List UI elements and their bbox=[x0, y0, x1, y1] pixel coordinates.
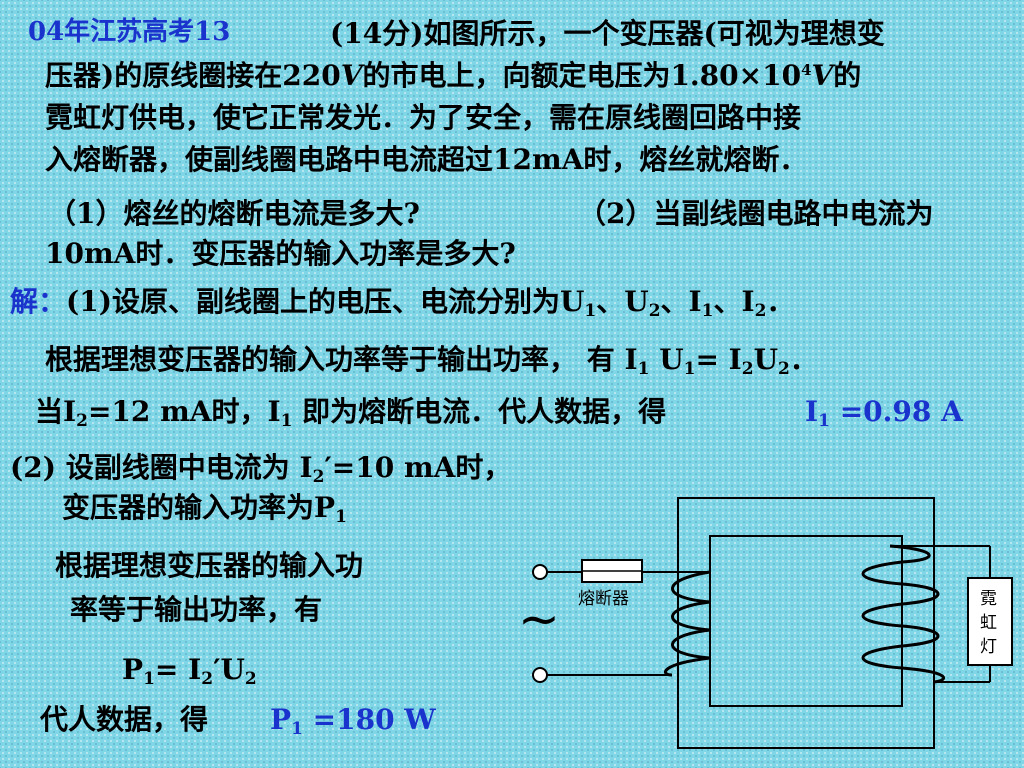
input-terminal-bottom bbox=[532, 667, 548, 683]
lamp-label-char-1: 霓 bbox=[980, 589, 997, 609]
answer-2: P1 =180 W bbox=[270, 703, 436, 739]
transformer-core-window bbox=[709, 535, 903, 707]
solution-step-8: 代人数据，得 bbox=[40, 703, 209, 736]
problem-line-2: 压器)的原线圈接在220V的市电上，向额定电压为1.80×104V的 bbox=[45, 59, 862, 92]
lamp-label-char-2: 虹 bbox=[980, 613, 997, 633]
solution-step-6: 根据理想变压器的输入功 bbox=[55, 549, 364, 582]
question-2: （2）当副线圈电路中电流为 bbox=[578, 197, 934, 230]
solution-equation: P1= I2′U2 bbox=[122, 653, 257, 689]
problem-line-1: (14分)如图所示，一个变压器(可视为理想变 bbox=[330, 17, 885, 50]
input-terminal-top bbox=[532, 564, 548, 580]
solution-step-5: 变压器的输入功率为P1 bbox=[62, 491, 347, 527]
problem-line-4: 入熔断器，使副线圈电路中电流超过12mA时，熔丝就熔断． bbox=[45, 143, 808, 176]
transformer-circuit-diagram: 熔断器 ∼ 霓 虹 灯 bbox=[520, 497, 1013, 749]
problem-source-tag: 04年江苏高考13 bbox=[28, 17, 231, 47]
solution-step-3: 当I2=12 mA时，I1 即为熔断电流．代人数据，得 bbox=[35, 395, 667, 431]
neon-lamp-icon bbox=[967, 577, 1013, 666]
answer-1: I1 =0.98 A bbox=[805, 395, 963, 431]
question-1: （1）熔丝的熔断电流是多大? bbox=[48, 197, 420, 230]
solution-step-4: (2) 设副线圈中电流为 I2′=10 mA时， bbox=[10, 451, 512, 487]
solution-step-7: 率等于输出功率，有 bbox=[70, 593, 323, 626]
question-2-continued: 10mA时．变压器的输入功率是多大? bbox=[45, 237, 516, 270]
problem-line-3: 霓虹灯供电，使它正常发光．为了安全，需在原线圈回路中接 bbox=[45, 101, 802, 134]
fuse-label: 熔断器 bbox=[578, 589, 629, 609]
solution-step-1: 解：(1)设原、副线圈上的电压、电流分别为U1、U2、I1、I2． bbox=[10, 285, 795, 321]
solution-step-2: 根据理想变压器的输入功率等于输出功率， 有 I1 U1= I2U2． bbox=[45, 343, 818, 379]
primary-coil-icon bbox=[663, 570, 711, 677]
ac-source-icon: ∼ bbox=[520, 590, 560, 648]
secondary-coil-icon bbox=[861, 544, 945, 684]
lamp-label-char-3: 灯 bbox=[980, 637, 997, 657]
